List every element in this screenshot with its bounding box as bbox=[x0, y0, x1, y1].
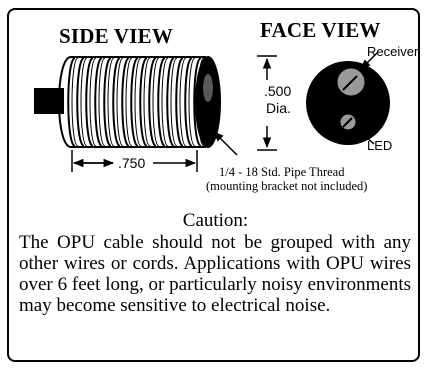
bracket-note: (mounting bracket not included) bbox=[206, 179, 368, 193]
thread-ridge bbox=[121, 57, 130, 147]
diameter-value: .500 bbox=[264, 83, 292, 99]
spec-panel: SIDE VIEW FACE VIEW .750 1/4 - 18 Std. P… bbox=[7, 8, 420, 362]
thread-ridge bbox=[175, 57, 184, 147]
thread-label: 1/4 - 18 Std. Pipe Thread bbox=[219, 165, 345, 179]
thread-ridge bbox=[103, 57, 112, 147]
thread-ridge bbox=[76, 57, 85, 147]
sensor-front-face bbox=[195, 56, 221, 148]
thread-ridge bbox=[139, 57, 148, 147]
thread-ridge-inner bbox=[143, 57, 151, 147]
thread-ridges bbox=[67, 57, 205, 147]
thread-ridge-inner bbox=[134, 57, 142, 147]
thread-ridge-inner bbox=[71, 57, 79, 147]
side-view-title: SIDE VIEW bbox=[59, 24, 174, 48]
led-lens-mark bbox=[342, 117, 353, 128]
length-dimension bbox=[71, 150, 198, 172]
receiver-lens-mark bbox=[342, 75, 358, 91]
thread-ridge-inner bbox=[188, 57, 196, 147]
thread-ridge-inner bbox=[179, 57, 187, 147]
thread-ridge-inner bbox=[152, 57, 160, 147]
thread-ridge-inner bbox=[98, 57, 106, 147]
thread-ridge-inner bbox=[161, 57, 169, 147]
thread-ridge bbox=[148, 57, 157, 147]
thread-ridge bbox=[130, 57, 139, 147]
thread-ridge-inner bbox=[116, 57, 124, 147]
caution-text: The OPU cable should not be grouped with… bbox=[19, 232, 411, 316]
led-leader bbox=[356, 128, 375, 145]
led-label: LED bbox=[367, 138, 393, 153]
thread-ridge-inner bbox=[89, 57, 97, 147]
thread-ridge-inner bbox=[80, 57, 88, 147]
thread-leader-arrow bbox=[213, 131, 238, 156]
thread-ridge-inner bbox=[125, 57, 133, 147]
thread-ridge bbox=[157, 57, 166, 147]
thread-ridge bbox=[85, 57, 94, 147]
diameter-dimension bbox=[257, 55, 277, 151]
thread-ridge bbox=[112, 57, 121, 147]
caution-title: Caution: bbox=[182, 210, 249, 231]
length-label: .750 bbox=[118, 155, 146, 171]
receiver-leader bbox=[360, 51, 379, 70]
thread-ridge bbox=[193, 57, 202, 147]
diameter-unit: Dia. bbox=[266, 100, 291, 116]
thread-ridge bbox=[94, 57, 103, 147]
threaded-body bbox=[58, 56, 206, 148]
sensor-lens-side bbox=[203, 74, 213, 102]
opu-sensor-diagram bbox=[34, 51, 390, 172]
sensor-face bbox=[306, 61, 390, 145]
thread-ridge bbox=[184, 57, 193, 147]
thread-ridge-inner bbox=[107, 57, 115, 147]
thread-ridge-inner bbox=[170, 57, 178, 147]
face-view-title: FACE VIEW bbox=[260, 18, 381, 42]
thread-ridge bbox=[67, 57, 76, 147]
thread-ridge bbox=[166, 57, 175, 147]
receiver-label: Receiver bbox=[367, 44, 419, 59]
